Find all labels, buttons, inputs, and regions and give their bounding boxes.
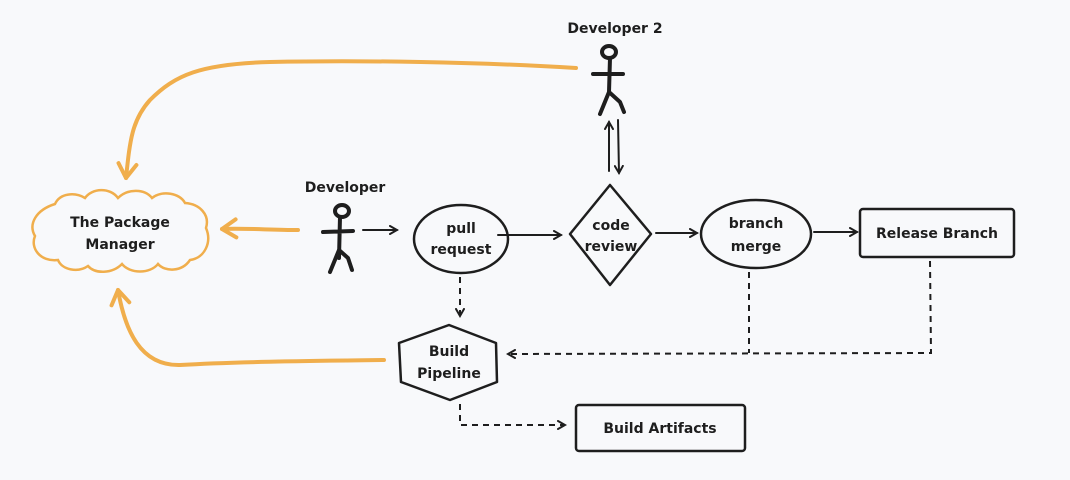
cloud-shape — [31, 188, 210, 273]
package-manager-cloud[interactable]: The Package Manager — [31, 188, 210, 273]
arrow-build-pipeline-to-package-manager — [109, 288, 386, 368]
stick-figure-icon — [321, 203, 355, 274]
release-branch-node[interactable]: Release Branch — [858, 207, 1016, 259]
code-review-diamond — [568, 183, 653, 287]
developer-actor[interactable]: Developer — [305, 180, 386, 274]
pull-request-ellipse — [412, 203, 510, 275]
build-pipeline-line1: Build — [429, 344, 469, 360]
branch-merge-ellipse — [699, 198, 813, 270]
build-artifacts-label: Build Artifacts — [603, 421, 716, 437]
pull-request-node[interactable]: pull request — [412, 203, 510, 275]
branch-merge-line1: branch — [729, 216, 784, 232]
dashed-arrow-build-pipeline-to-artifacts — [459, 404, 565, 425]
stick-figure-icon — [591, 44, 626, 116]
build-pipeline-node[interactable]: Build Pipeline — [397, 323, 499, 402]
branch-merge-line2: merge — [731, 239, 782, 255]
dashed-arrow-release-branch-to-build-pipeline — [508, 260, 933, 354]
branch-merge-node[interactable]: branch merge — [699, 198, 813, 270]
release-branch-label: Release Branch — [876, 226, 998, 242]
build-pipeline-line2: Pipeline — [417, 366, 481, 382]
arrow-developer-to-package-manager — [220, 217, 300, 240]
package-manager-label-line1: The Package — [70, 215, 170, 231]
pull-request-line2: request — [431, 242, 492, 258]
build-pipeline-hexagon — [397, 323, 499, 402]
arrow-developer2-to-package-manager — [116, 59, 578, 180]
arrow-developer2-to-code-review — [618, 119, 619, 173]
build-artifacts-node[interactable]: Build Artifacts — [574, 403, 747, 453]
package-manager-label-line2: Manager — [85, 237, 154, 253]
pull-request-line1: pull — [446, 221, 476, 237]
release-branch-rect — [858, 207, 1016, 259]
developer2-label: Developer 2 — [567, 21, 662, 37]
build-artifacts-rect — [574, 403, 747, 453]
code-review-node[interactable]: code review — [568, 183, 653, 287]
developer-label: Developer — [305, 180, 386, 196]
developer2-actor[interactable]: Developer 2 — [567, 21, 663, 116]
code-review-line1: code — [592, 218, 629, 234]
code-review-line2: review — [585, 239, 638, 255]
